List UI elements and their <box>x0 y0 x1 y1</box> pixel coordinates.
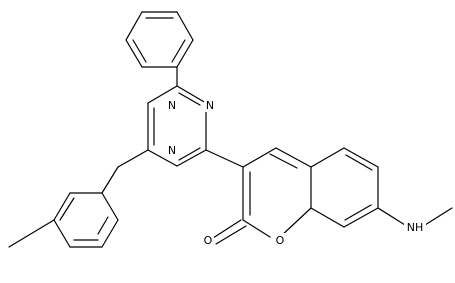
bond-17 <box>178 147 201 161</box>
bond-15 <box>147 85 178 104</box>
bond-30 <box>8 219 55 248</box>
atom-label-nh: NH <box>407 221 424 234</box>
atom-label-o-ring: O <box>276 234 285 247</box>
bond-31 <box>205 149 244 168</box>
bond-32 <box>242 147 277 168</box>
atom-labels: N N N O O NH <box>166 98 426 247</box>
bond-25 <box>101 219 119 248</box>
bond-35 <box>279 207 312 238</box>
bond-36 <box>242 219 271 238</box>
bond-49 <box>377 207 406 226</box>
atom-label-o-carbonyl: O <box>204 234 213 247</box>
bond-2 <box>176 39 194 68</box>
bond-50 <box>424 207 453 226</box>
bonds <box>8 11 453 248</box>
bond-13 <box>147 149 178 167</box>
atom-label-n-top-left: N <box>168 99 176 112</box>
bond-4 <box>125 39 143 68</box>
bond-10 <box>176 85 207 104</box>
bond-48 <box>344 204 372 221</box>
bond-19 <box>117 149 149 168</box>
bond-23 <box>53 219 71 248</box>
bond-20 <box>101 166 119 194</box>
bond-40 <box>212 219 242 239</box>
bond-45 <box>343 207 379 228</box>
bond-7 <box>171 39 186 63</box>
bond-41 <box>215 225 247 245</box>
bond-43 <box>343 147 379 168</box>
bond-5 <box>125 11 143 41</box>
atom-label-n-top-right: N <box>206 99 214 112</box>
bond-33 <box>275 147 312 168</box>
atom-label-n-bottom: N <box>168 144 176 157</box>
bond-29 <box>59 197 75 221</box>
bond-27 <box>97 216 109 235</box>
bond-1 <box>176 11 194 41</box>
bond-22 <box>53 192 71 221</box>
bond-12 <box>176 149 207 167</box>
bond-16 <box>178 92 201 106</box>
bond-39 <box>269 153 298 169</box>
bond-26 <box>101 192 119 221</box>
bond-46 <box>310 207 345 228</box>
bond-8 <box>132 39 147 63</box>
bond-42 <box>310 147 345 168</box>
bond-47 <box>345 154 373 171</box>
